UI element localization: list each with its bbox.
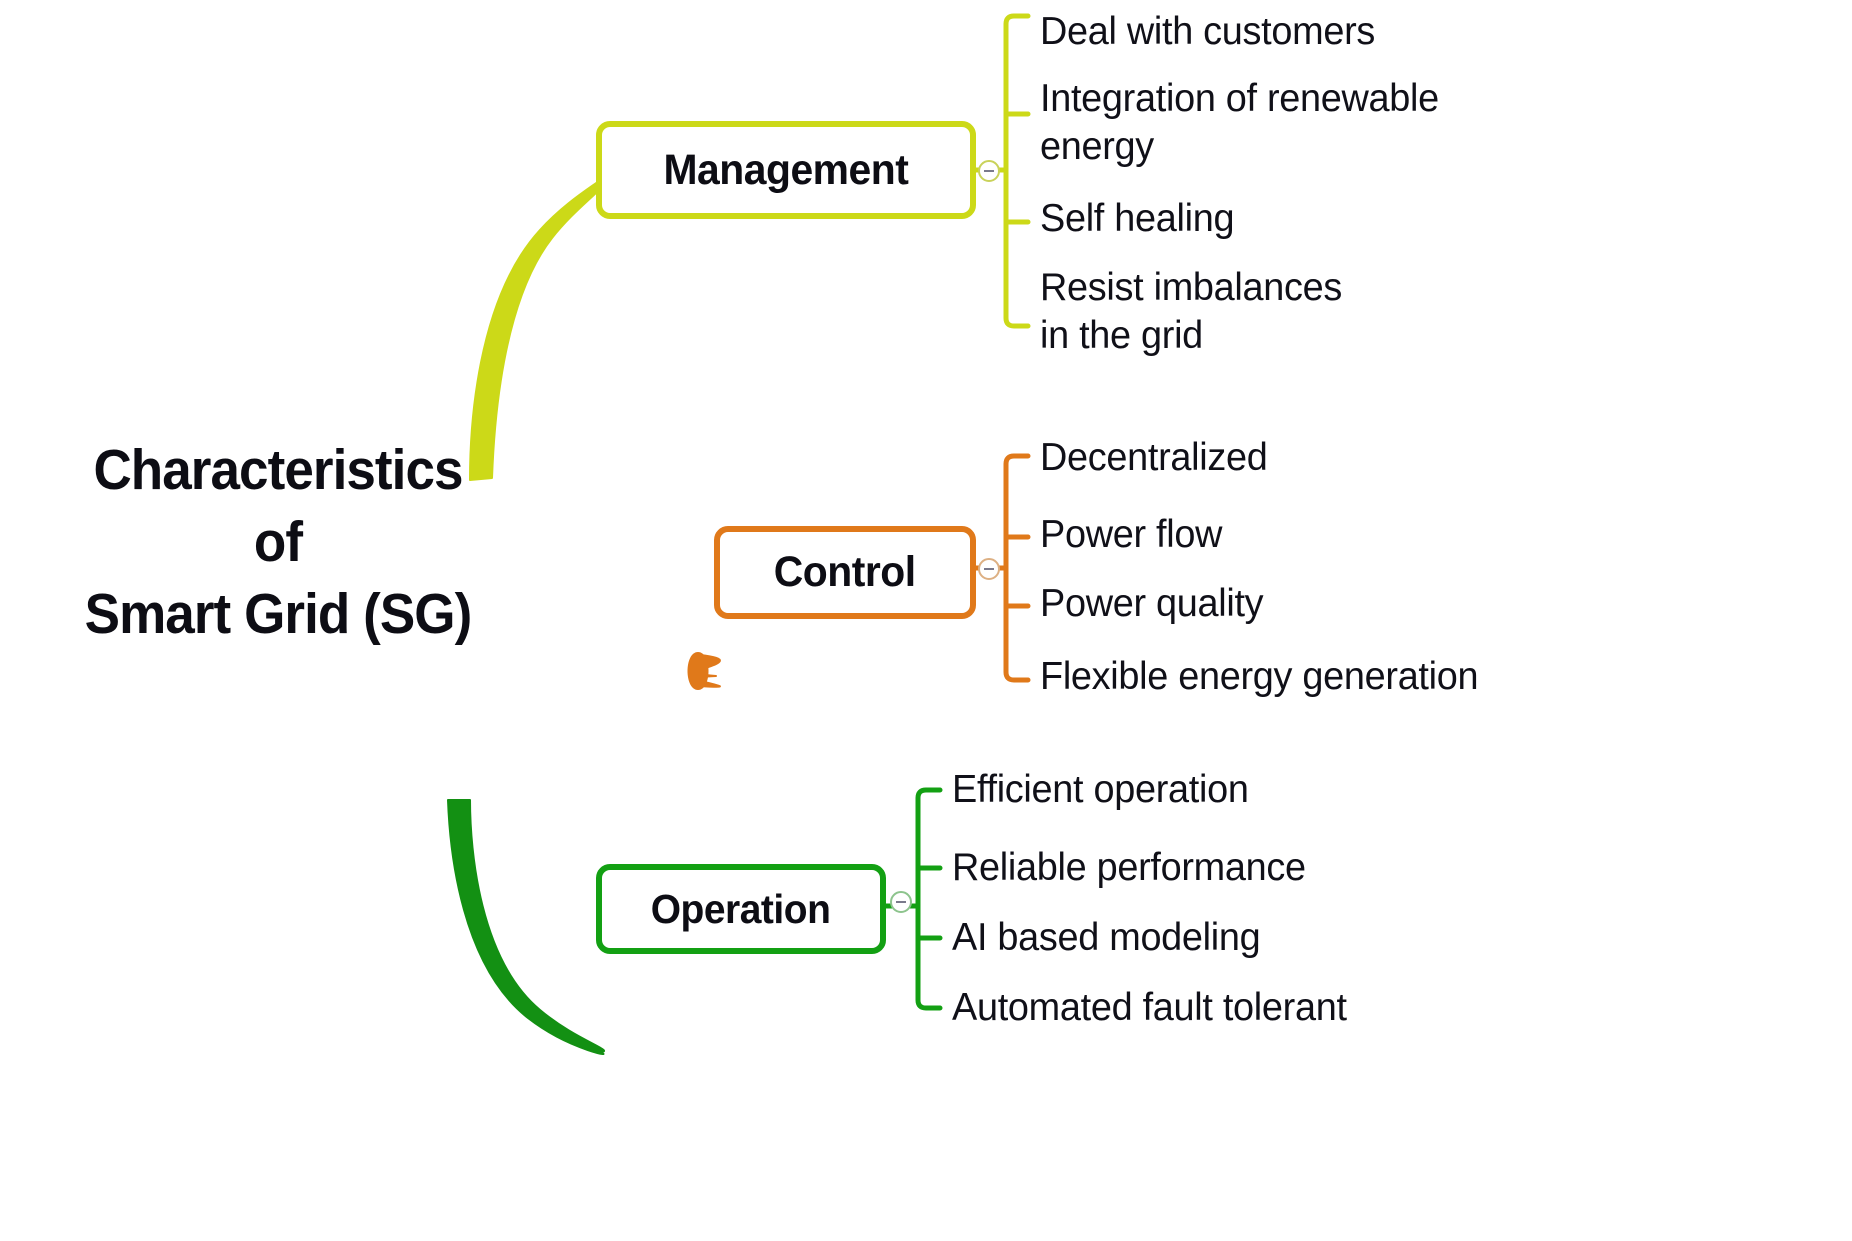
minus-bar bbox=[896, 901, 906, 903]
collapse-minus-icon-operation[interactable] bbox=[890, 891, 912, 913]
subitem-operation-2[interactable]: Reliable performance bbox=[952, 846, 1306, 889]
root-line-1: Characteristics bbox=[93, 438, 463, 502]
branch-node-operation[interactable]: Operation bbox=[596, 864, 886, 954]
subitem-control-4[interactable]: Flexible energy generation bbox=[1040, 655, 1479, 698]
trunk-root-to-control bbox=[697, 654, 721, 688]
root-line-2: of bbox=[253, 510, 303, 574]
root-line-3: Smart Grid (SG) bbox=[84, 582, 473, 646]
subitem-control-1[interactable]: Decentralized bbox=[1040, 436, 1268, 479]
subitem-operation-1[interactable]: Efficient operation bbox=[952, 768, 1249, 811]
subitem-operation-3[interactable]: AI based modeling bbox=[952, 916, 1261, 959]
subitem-management-4[interactable]: Resist imbalances in the grid bbox=[1040, 266, 1343, 357]
trunk-root-to-operation bbox=[447, 799, 606, 1055]
branch-label-management: Management bbox=[663, 145, 909, 194]
minus-bar bbox=[984, 568, 994, 570]
branch-node-management[interactable]: Management bbox=[596, 121, 976, 219]
subitem-management-3[interactable]: Self healing bbox=[1040, 197, 1235, 240]
subitem-control-3[interactable]: Power quality bbox=[1040, 582, 1264, 625]
branch-label-control: Control bbox=[774, 548, 916, 596]
subitem-operation-4[interactable]: Automated fault tolerant bbox=[952, 986, 1347, 1029]
root-node[interactable]: Characteristics of Smart Grid (SG) bbox=[27, 434, 529, 650]
collapse-minus-icon-control[interactable] bbox=[978, 558, 1000, 580]
branch-node-control[interactable]: Control bbox=[714, 526, 976, 619]
subitem-management-1[interactable]: Deal with customers bbox=[1040, 10, 1376, 53]
trunk-root-to-control-cap bbox=[687, 652, 709, 690]
minus-bar bbox=[984, 170, 994, 172]
subitem-management-2[interactable]: Integration of renewable energy bbox=[1040, 77, 1439, 168]
branch-label-operation: Operation bbox=[651, 885, 831, 932]
subitem-control-2[interactable]: Power flow bbox=[1040, 513, 1223, 556]
collapse-minus-icon-management[interactable] bbox=[978, 160, 1000, 182]
